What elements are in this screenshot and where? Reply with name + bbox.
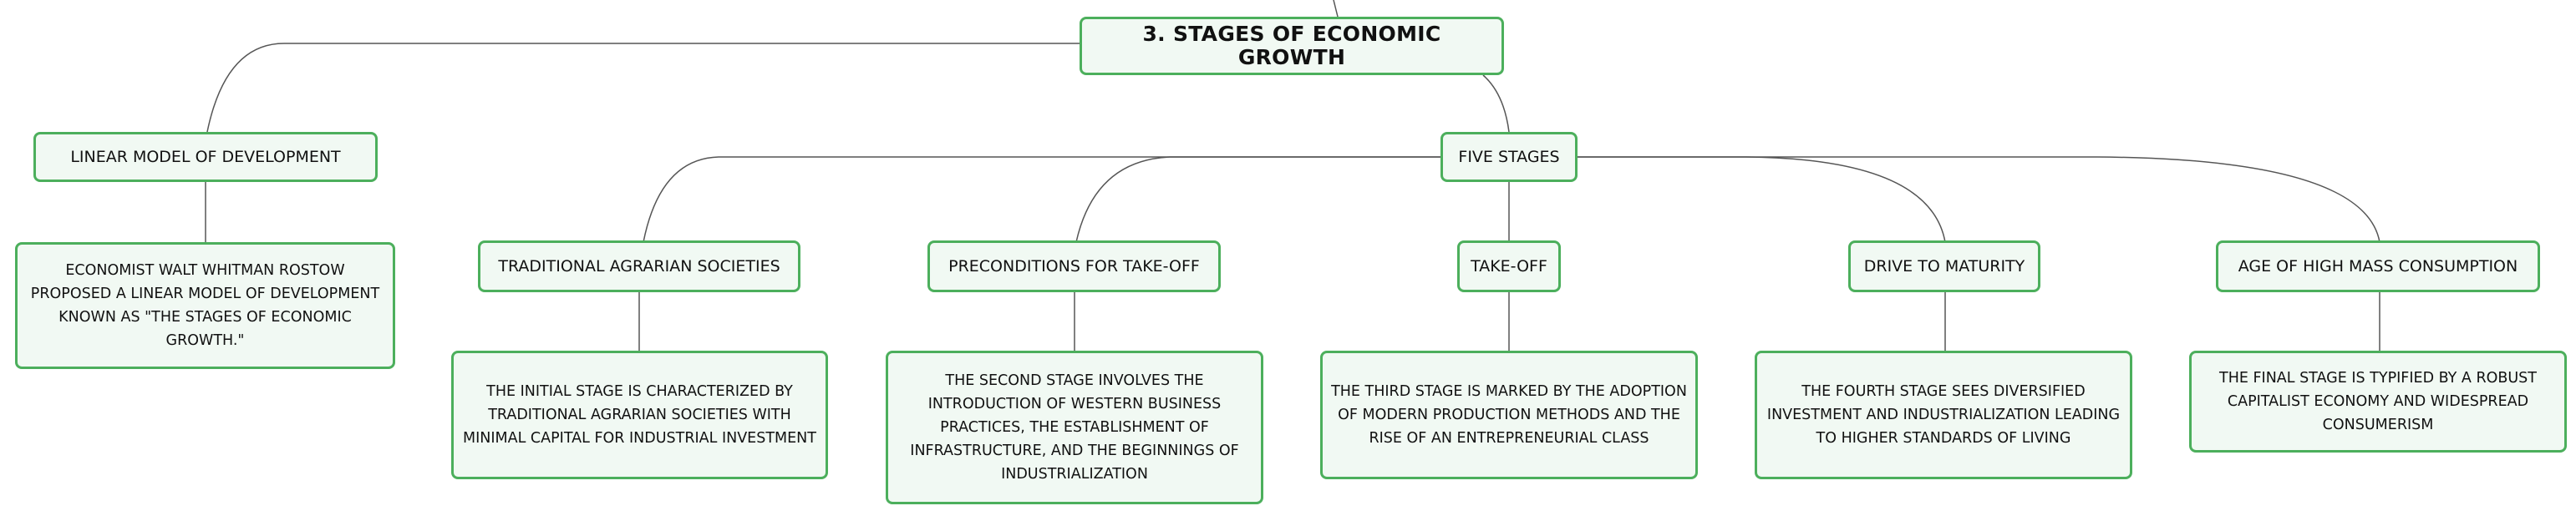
- connector-root-to-linear-model: [206, 43, 1080, 133]
- connector-five-stages-to-drive: [1578, 156, 1946, 243]
- stage-traditional-detail-node[interactable]: THE INITIAL STAGE IS CHARACTERIZED BY TR…: [451, 351, 828, 479]
- stage-drive-node[interactable]: DRIVE TO MATURITY: [1848, 240, 2040, 292]
- root-title: 3. STAGES OF ECONOMIC GROWTH: [1142, 22, 1441, 69]
- stage-drive-detail-node[interactable]: THE FOURTH STAGE SEES DIVERSIFIED INVEST…: [1755, 351, 2132, 479]
- stage-preconditions-detail-text: THE SECOND STAGE INVOLVES THE INTRODUCTI…: [910, 372, 1239, 483]
- connector-five-stages-to-traditional: [643, 156, 1440, 243]
- linear-model-detail-text: ECONOMIST WALT WHITMAN ROSTOW PROPOSED A…: [30, 262, 380, 349]
- stage-traditional-node[interactable]: TRADITIONAL AGRARIAN SOCIETIES: [478, 240, 800, 292]
- linear-model-label: LINEAR MODEL OF DEVELOPMENT: [70, 148, 341, 166]
- stage-drive-label: DRIVE TO MATURITY: [1863, 257, 2025, 276]
- stage-traditional-detail-text: THE INITIAL STAGE IS CHARACTERIZED BY TR…: [463, 383, 816, 447]
- stage-mass-consumption-node[interactable]: AGE OF HIGH MASS CONSUMPTION: [2216, 240, 2540, 292]
- linear-model-node[interactable]: LINEAR MODEL OF DEVELOPMENT: [33, 132, 378, 182]
- connector-parent-to-root: [1333, 0, 1339, 18]
- linear-model-detail-node[interactable]: ECONOMIST WALT WHITMAN ROSTOW PROPOSED A…: [15, 242, 395, 369]
- stage-takeoff-label: TAKE-OFF: [1471, 257, 1547, 276]
- five-stages-node[interactable]: FIVE STAGES: [1440, 132, 1578, 182]
- stage-preconditions-label: PRECONDITIONS FOR TAKE-OFF: [948, 257, 1200, 276]
- five-stages-label: FIVE STAGES: [1458, 148, 1560, 166]
- root-node[interactable]: 3. STAGES OF ECONOMIC GROWTH: [1080, 17, 1504, 75]
- stage-takeoff-detail-node[interactable]: THE THIRD STAGE IS MARKED BY THE ADOPTIO…: [1320, 351, 1698, 479]
- stage-mass-consumption-detail-node[interactable]: THE FINAL STAGE IS TYPIFIED BY A ROBUST …: [2189, 351, 2567, 453]
- connector-root-to-five-stages: [1482, 74, 1510, 133]
- stage-mass-consumption-label: AGE OF HIGH MASS CONSUMPTION: [2238, 257, 2518, 276]
- stage-preconditions-node[interactable]: PRECONDITIONS FOR TAKE-OFF: [927, 240, 1221, 292]
- connector-five-stages-to-preconditions: [1075, 156, 1440, 243]
- stage-takeoff-detail-text: THE THIRD STAGE IS MARKED BY THE ADOPTIO…: [1331, 383, 1687, 447]
- stage-preconditions-detail-node[interactable]: THE SECOND STAGE INVOLVES THE INTRODUCTI…: [886, 351, 1263, 504]
- stage-mass-consumption-detail-text: THE FINAL STAGE IS TYPIFIED BY A ROBUST …: [2219, 370, 2537, 433]
- stage-traditional-label: TRADITIONAL AGRARIAN SOCIETIES: [498, 257, 780, 276]
- stage-takeoff-node[interactable]: TAKE-OFF: [1457, 240, 1561, 292]
- stage-drive-detail-text: THE FOURTH STAGE SEES DIVERSIFIED INVEST…: [1766, 383, 2121, 447]
- connector-five-stages-to-mass-consumption: [1578, 156, 2380, 243]
